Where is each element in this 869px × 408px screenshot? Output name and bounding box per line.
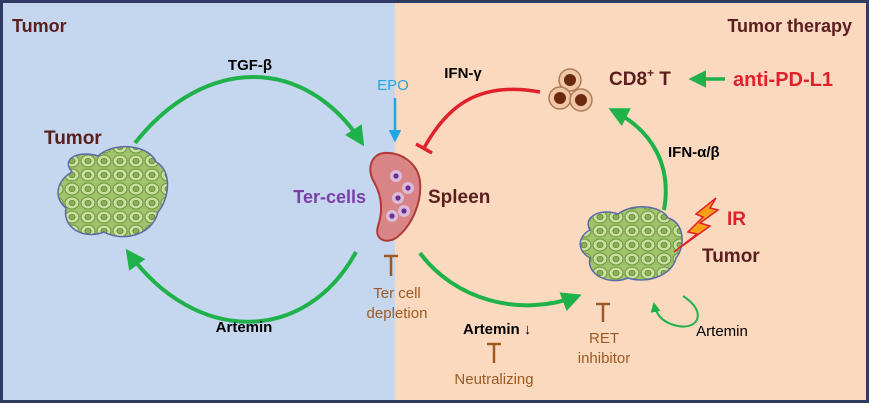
- epo-label: EPO: [377, 77, 409, 94]
- ret-inhibitor-label-line1: RET: [589, 330, 619, 347]
- tgf-beta-arrow: [133, 75, 365, 147]
- neutralizing-label: Neutralizing: [454, 371, 533, 388]
- left-panel-title: Tumor: [12, 16, 67, 36]
- tumor-left-label: Tumor: [44, 128, 102, 149]
- tgf-beta-label: TGF-β: [228, 57, 272, 74]
- ifn-gamma-inhibition-line: [422, 87, 541, 149]
- ter-cell-cluster: [386, 170, 414, 222]
- right-panel-title: Tumor therapy: [727, 16, 852, 36]
- ifn-gamma-inhibition-bar: [415, 142, 433, 155]
- artemin-to-tumor-arrow: [418, 251, 582, 312]
- artemin-down-label: Artemin ↓: [463, 321, 531, 338]
- ifn-alpha-beta-label: IFN-α/β: [668, 144, 720, 161]
- spleen-label: Spleen: [428, 187, 490, 208]
- anti-pd-l1-label: anti-PD-L1: [733, 69, 833, 91]
- cd8-t-cell-cluster: [548, 68, 593, 112]
- ter-depletion-label-line2: depletion: [367, 305, 428, 322]
- tumor-right-label: Tumor: [702, 246, 760, 267]
- ret-inhibitor-label-line2: inhibitor: [578, 350, 631, 367]
- tumor-left-mass: [57, 145, 169, 238]
- cd8-t-label: CD8+ T: [609, 66, 671, 90]
- artemin-return-arrow: [125, 248, 358, 324]
- tumor-right-mass: [579, 206, 683, 282]
- ter-cells-label: Ter-cells: [293, 187, 366, 207]
- ir-label: IR: [727, 209, 746, 230]
- ter-depletion-inhibitor-symbol: [384, 254, 398, 276]
- ir-lightning-icon: [673, 197, 720, 253]
- artemin-loop-label: Artemin: [696, 323, 748, 340]
- neutralizing-inhibitor-symbol: [487, 342, 501, 363]
- right-panel-background: [395, 0, 869, 403]
- artemin-left-label: Artemin: [216, 319, 273, 336]
- artemin-autocrine-loop-arrow: [650, 295, 699, 328]
- ret-inhibitor-symbol: [596, 302, 610, 322]
- ifn-gamma-label: IFN-γ: [444, 65, 482, 82]
- ifn-alpha-beta-arrow: [608, 108, 668, 211]
- ter-depletion-label-line1: Ter cell: [373, 285, 421, 302]
